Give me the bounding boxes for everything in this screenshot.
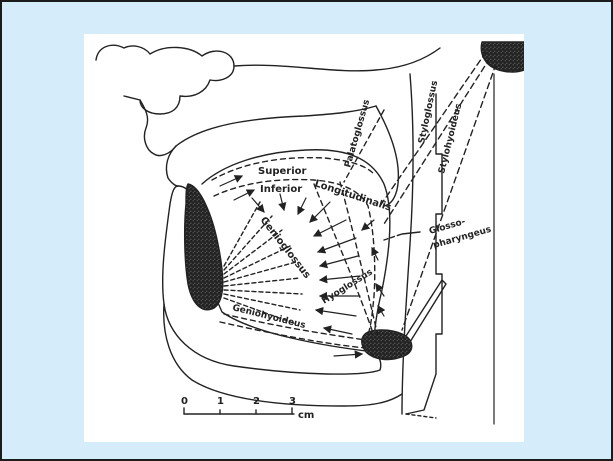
glossopharyngeus-pointer — [402, 232, 420, 234]
tongue-muscles-diagram: Superior Inferior Longitudinalis Geniogl… — [84, 34, 524, 442]
pharyngeal-wall-outline — [402, 74, 413, 414]
stylohyoid-ligament — [406, 280, 446, 342]
upper-face-outline — [96, 45, 234, 114]
chin-outline — [166, 146, 178, 186]
soft-palate-outline — [376, 106, 398, 206]
upper-lip-outline — [140, 100, 176, 156]
scale-tick-2: 2 — [253, 396, 260, 407]
label-inferior: Inferior — [260, 184, 302, 195]
scale-tick-1: 1 — [217, 396, 224, 407]
scale-bar — [184, 408, 294, 414]
hard-palate-outline — [176, 106, 376, 146]
mandible-symphysis — [185, 184, 223, 310]
stylohyoideus-line — [402, 64, 496, 330]
glossopharyngeus-line — [384, 234, 402, 240]
figure-panel: Superior Inferior Longitudinalis Geniogl… — [84, 34, 524, 442]
scale-unit: cm — [298, 410, 314, 421]
label-styloglossus: Styloglossus — [417, 80, 440, 145]
scale-tick-3: 3 — [289, 396, 296, 407]
nasal-cavity-line — [234, 48, 440, 71]
label-superior: Superior — [258, 166, 306, 177]
hyoid-bone — [362, 330, 412, 360]
styloglossus-line — [380, 52, 486, 206]
scale-tick-0: 0 — [181, 396, 188, 407]
label-longitudinalis: Longitudinalis — [313, 178, 393, 213]
styloid-process — [481, 42, 524, 72]
vertebra-bottom-dash — [406, 414, 436, 418]
